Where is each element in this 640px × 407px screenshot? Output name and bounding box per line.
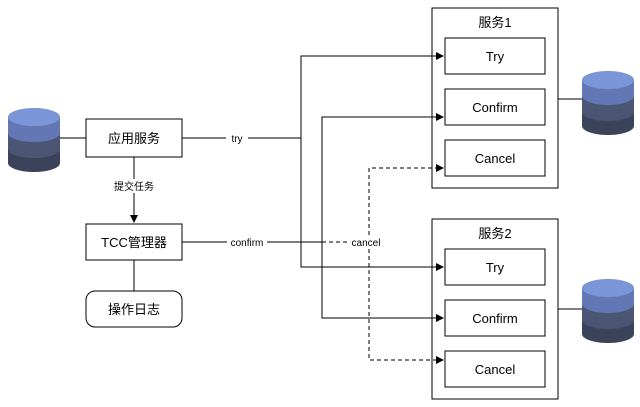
service1-confirm: Confirm — [472, 100, 518, 115]
service2-cancel: Cancel — [475, 362, 516, 377]
service2-confirm: Confirm — [472, 311, 518, 326]
try-edge-service1 — [182, 52, 444, 139]
confirm-edge-service2 — [321, 242, 444, 322]
try-edge-label: try — [231, 134, 242, 145]
cancel-edge-service1 — [368, 164, 444, 242]
confirm-edge-service1 — [321, 113, 444, 242]
database-icon — [582, 71, 634, 135]
tcc-manager-label: TCC管理器 — [101, 235, 167, 250]
database-icon — [8, 108, 60, 172]
service2-title: 服务2 — [478, 226, 511, 241]
database-icon — [582, 279, 634, 343]
confirm-edge-label: confirm — [231, 238, 264, 249]
service1-group: 服务1 Try Confirm Cancel — [431, 7, 559, 189]
cancel-edge-label: cancel — [352, 238, 381, 249]
op-log-node: 操作日志 — [85, 290, 183, 328]
submit-task-label: 提交任务 — [114, 180, 154, 193]
service1-cancel: Cancel — [475, 151, 516, 166]
service2-group: 服务2 Try Confirm Cancel — [431, 218, 559, 400]
service1-try: Try — [486, 49, 505, 64]
tcc-manager-node: TCC管理器 — [85, 223, 183, 261]
app-service-node: 应用服务 — [85, 118, 183, 158]
service2-try: Try — [486, 260, 505, 275]
op-log-label: 操作日志 — [108, 302, 160, 317]
try-edge-service2 — [300, 138, 444, 271]
service1-title: 服务1 — [478, 15, 511, 30]
app-service-label: 应用服务 — [108, 131, 160, 146]
